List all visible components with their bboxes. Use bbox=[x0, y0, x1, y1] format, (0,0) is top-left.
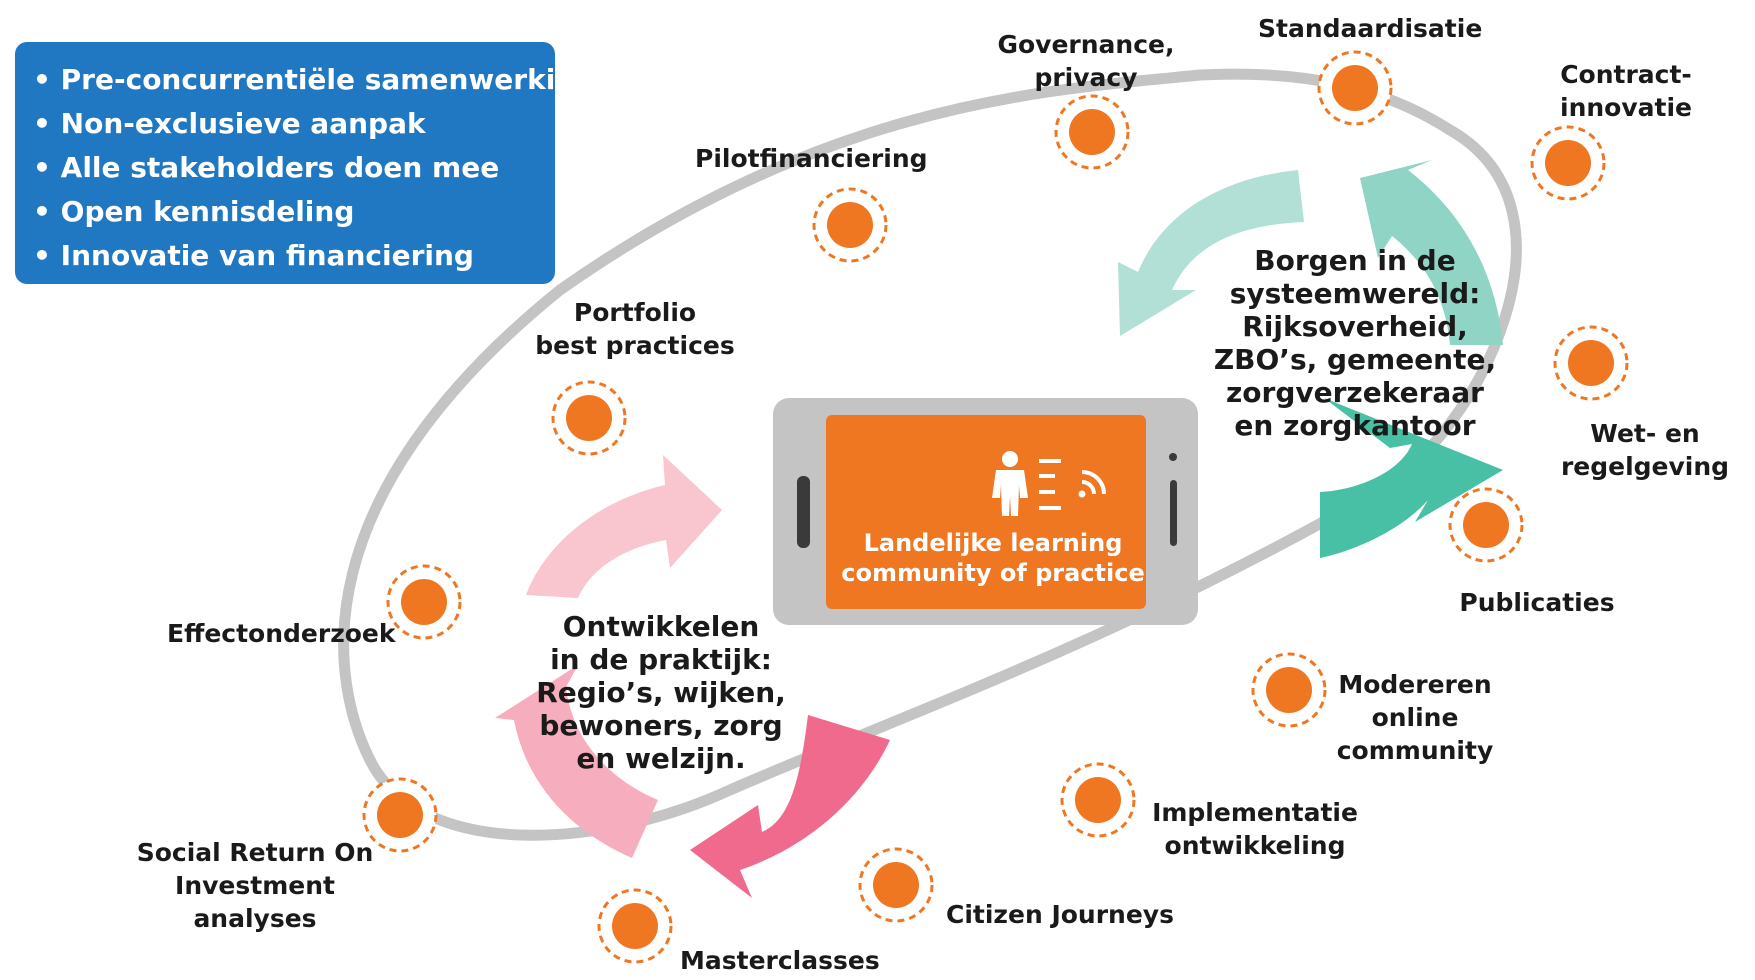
practice-cycle-label: Ontwikkelen in de praktijk: Regio’s, wij… bbox=[536, 610, 786, 775]
node-label-portfolio-best-practices: Portfolio best practices bbox=[535, 298, 735, 360]
node-marker-masterclasses bbox=[597, 888, 673, 964]
pink-arrow-bottom bbox=[690, 715, 890, 898]
node-marker-wet-en-regelgeving bbox=[1553, 325, 1629, 401]
node-label-masterclasses: Masterclasses bbox=[680, 946, 880, 975]
node-marker-governance-privacy bbox=[1054, 94, 1130, 170]
node-marker-standaardisatie bbox=[1317, 50, 1393, 126]
phone-button bbox=[1170, 480, 1177, 546]
node-label-effectonderzoek: Effectonderzoek bbox=[167, 619, 396, 648]
node-label-modereren-online-community: Modereren online community bbox=[1336, 670, 1494, 765]
node-label-pilotfinanciering: Pilotfinanciering bbox=[695, 144, 928, 173]
node-label-implementatie-ontwikkeling: Implementatie ontwikkeling bbox=[1152, 798, 1358, 860]
node-marker-implementatie-ontwikkeling bbox=[1060, 762, 1136, 838]
node-label-standaardisatie: Standaardisatie bbox=[1258, 14, 1483, 43]
node-label-citizen-journeys: Citizen Journeys bbox=[946, 900, 1174, 929]
phone-speaker bbox=[797, 476, 810, 548]
phone-screen bbox=[826, 415, 1146, 609]
node-marker-pilotfinanciering bbox=[812, 187, 888, 263]
teal-arrow-right bbox=[1360, 160, 1503, 345]
node-marker-portfolio-best-practices bbox=[551, 380, 627, 456]
person-icon bbox=[992, 451, 1028, 516]
node-marker-citizen-journeys bbox=[858, 847, 934, 923]
phone-camera bbox=[1169, 453, 1177, 461]
node-marker-sroi-analyses bbox=[362, 777, 438, 853]
community-title: Landelijke learning community of practic… bbox=[841, 529, 1145, 587]
principles-list: Pre-concurrentiële samenwerking Non-excl… bbox=[33, 58, 596, 278]
node-label-sroi-analyses: Social Return On Investment analyses bbox=[136, 838, 374, 933]
list-icon bbox=[1039, 459, 1061, 510]
node-label-governance-privacy: Governance, privacy bbox=[997, 30, 1175, 92]
node-marker-publicaties bbox=[1448, 487, 1524, 563]
node-label-wet-en-regelgeving: Wet- en regelgeving bbox=[1560, 419, 1730, 481]
system-cycle-label: Borgen in de systeemwereld: Rijksoverhei… bbox=[1213, 244, 1497, 442]
node-marker-contract-innovatie bbox=[1530, 125, 1606, 201]
principle-item: Innovatie van financiering bbox=[33, 234, 555, 278]
pink-arrow-left bbox=[495, 665, 658, 858]
principle-item: Alle stakeholders doen mee bbox=[33, 146, 555, 190]
teal-arrow-bottom bbox=[1320, 398, 1503, 558]
node-label-contract-innovatie: Contract- innovatie bbox=[1560, 60, 1692, 122]
principle-item: Non-exclusieve aanpak bbox=[33, 102, 555, 146]
node-marker-modereren-online-community bbox=[1251, 652, 1327, 728]
principle-item: Pre-concurrentiële samenwerking bbox=[33, 58, 596, 102]
teal-arrow-top-shape bbox=[1118, 170, 1304, 336]
principles-box: Pre-concurrentiële samenwerking Non-excl… bbox=[15, 42, 596, 284]
principle-item: Open kennisdeling bbox=[33, 190, 555, 234]
node-label-publicaties: Publicaties bbox=[1459, 588, 1615, 617]
node-marker-effectonderzoek bbox=[386, 564, 462, 640]
wifi-icon bbox=[1078, 470, 1106, 498]
pink-arrow-top bbox=[526, 455, 722, 598]
